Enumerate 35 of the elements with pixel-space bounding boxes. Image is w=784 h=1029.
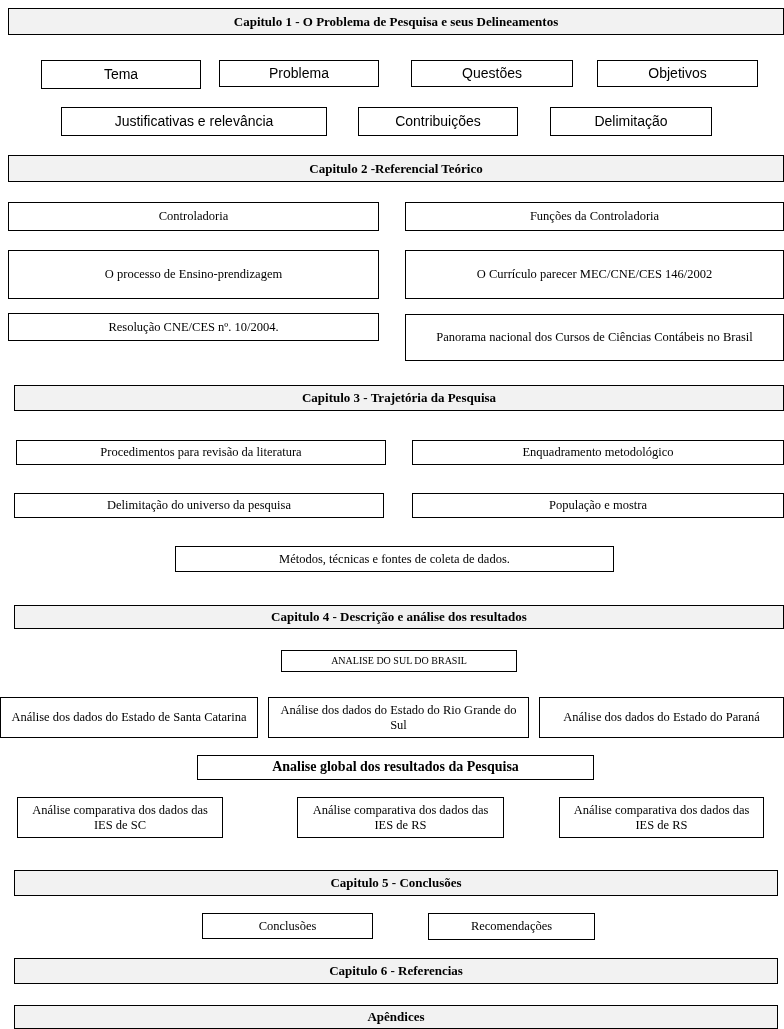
topic-box: Tema <box>41 60 201 89</box>
topic-box: Contribuições <box>358 107 518 136</box>
topic-box: Problema <box>219 60 379 87</box>
chapter-heading-bar: Capitulo 6 - Referencias <box>14 958 778 984</box>
topic-box: Análise dos dados do Estado do Paraná <box>539 697 784 738</box>
topic-box: Funções da Controladoria <box>405 202 784 231</box>
chapter-heading-bar: Capitulo 2 -Referencial Teórico <box>8 155 784 182</box>
section-heading-box: Analise global dos resultados da Pesquisa <box>197 755 594 780</box>
topic-box: Análise comparativa dos dados das IES de SC <box>17 797 223 838</box>
topic-box: Enquadramento metodológico <box>412 440 784 465</box>
topic-box: Análise dos dados do Estado do Rio Grande do Sul <box>268 697 529 738</box>
chapter-heading-bar: Capitulo 1 - O Problema de Pesquisa e seus Delineamentos <box>8 8 784 35</box>
topic-box: Delimitação do universo da pesquisa <box>14 493 384 518</box>
topic-box: Análise dos dados do Estado de Santa Catarina <box>0 697 258 738</box>
topic-box: Objetivos <box>597 60 758 87</box>
chapter-heading-bar: Capitulo 3 - Trajetória da Pesquisa <box>14 385 784 411</box>
topic-box: Delimitação <box>550 107 712 136</box>
topic-box: O processo de Ensino-prendizagem <box>8 250 379 299</box>
topic-box: Panorama nacional dos Cursos de Ciências Contábeis no Brasil <box>405 314 784 361</box>
topic-box: Recomendações <box>428 913 595 940</box>
topic-box: População e mostra <box>412 493 784 518</box>
topic-box: Análise comparativa dos dados das IES de RS <box>559 797 764 838</box>
topic-box: ANALISE DO SUL DO BRASIL <box>281 650 517 672</box>
topic-box: Controladoria <box>8 202 379 231</box>
topic-box: Resolução CNE/CES nº. 10/2004. <box>8 313 379 341</box>
topic-box: Questões <box>411 60 573 87</box>
chapter-heading-bar: Capitulo 5 - Conclusões <box>14 870 778 896</box>
topic-box: O Currículo parecer MEC/CNE/CES 146/2002 <box>405 250 784 299</box>
topic-box: Métodos, técnicas e fontes de coleta de dados. <box>175 546 614 572</box>
chapter-heading-bar: Apêndices <box>14 1005 778 1029</box>
chapter-heading-bar: Capitulo 4 - Descrição e análise dos resultados <box>14 605 784 629</box>
topic-box: Justificativas e relevância <box>61 107 327 136</box>
topic-box: Procedimentos para revisão da literatura <box>16 440 386 465</box>
topic-box: Análise comparativa dos dados das IES de RS <box>297 797 504 838</box>
topic-box: Conclusões <box>202 913 373 939</box>
